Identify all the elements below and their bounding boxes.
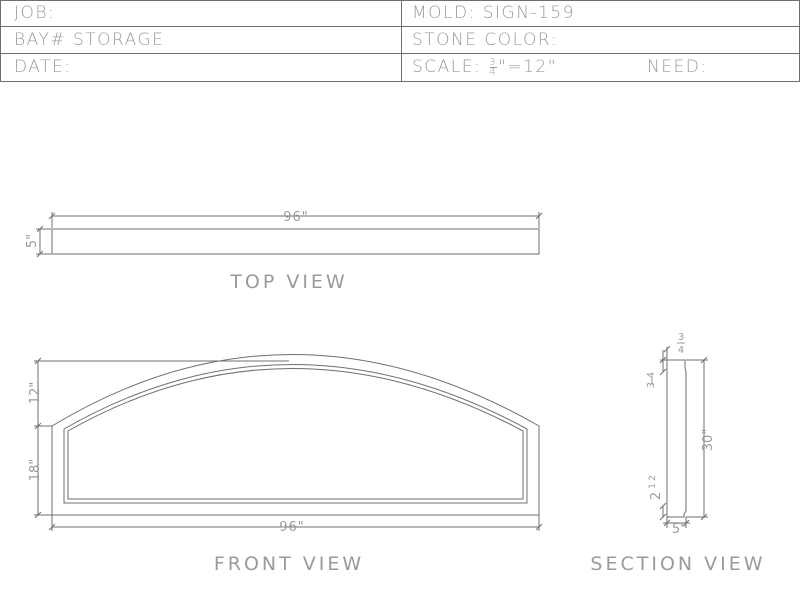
title-rule [0,26,800,27]
top-view [36,212,543,258]
bay-label: BAY# [14,30,67,50]
tick-mark [34,511,42,519]
tick-mark [48,523,56,531]
tick-mark [659,356,667,364]
title-rule [0,81,800,82]
section-lower-step-label: 2 1 2 [648,475,664,500]
top-view-title: TOP VIEW [229,271,347,293]
date-label: DATE: [14,57,72,77]
top-thickness-label: 5" [25,234,40,248]
tick-mark [36,225,44,233]
mold-field: MOLD: SIGN-159 [412,0,575,26]
scale-denominator: 4 [489,66,498,78]
tick-mark [700,513,708,521]
tick-mark [700,356,708,364]
front-width-label: 96" [279,520,305,535]
front-arch-rise-label: 12" [28,382,43,405]
front-inner-panel [67,368,524,500]
title-block: JOB: BAY# STORAGE DATE: MOLD: SIGN-159 S… [0,0,800,82]
section-lower-step-denominator: 2 [648,475,658,481]
scale-fraction: 3 4 [489,56,498,78]
tick-mark [535,523,543,531]
need-label: NEED: [647,57,708,77]
tick-mark [663,345,671,353]
scale-value: "=12" [498,57,558,77]
tick-mark [34,357,42,365]
scale-field: SCALE: 3 4 "=12" [412,54,557,80]
section-height-label: 30" [701,429,716,452]
tick-mark [34,422,42,430]
section-view-title: SECTION VIEW [590,553,765,575]
title-divider [0,0,1,82]
title-rule [0,53,800,54]
job-field: JOB: [14,0,55,26]
front-outer-outline [51,354,540,516]
mold-label: MOLD: [412,3,476,23]
scale-numerator: 3 [489,56,498,68]
section-lower-step-whole: 2 [649,492,664,500]
scale-label: SCALE: [412,57,482,77]
section-upper-step-denominator: 4 [646,372,657,378]
title-rule [0,0,800,1]
job-label: JOB: [14,3,56,23]
title-divider [401,0,402,82]
top-view-outline [51,228,540,255]
front-raised-border [63,364,528,504]
front-side-height-label: 18" [28,459,43,482]
bay-field: BAY# STORAGE [14,27,164,53]
tick-mark [535,212,543,220]
tick-mark [659,513,667,521]
section-top-dim-denominator: 4 [678,345,684,356]
front-view-title: FRONT VIEW [214,553,364,575]
tick-mark [36,250,44,258]
section-depth-label: 5" [672,522,686,537]
need-field: NEED: [647,54,708,80]
tick-mark [659,502,667,510]
bay-value: STORAGE [72,30,165,50]
front-view [34,354,543,531]
stone-color-label: STONE COLOR: [412,30,558,50]
section-lower-step-numerator: 1 [648,483,658,489]
tick-mark [659,368,667,376]
tick-mark [48,212,56,220]
tick-mark [682,519,690,527]
tick-mark [663,519,671,527]
mold-value: SIGN-159 [482,3,576,23]
section-view [659,345,708,528]
stone-color-field: STONE COLOR: [412,27,558,53]
top-length-label: 96" [283,210,309,225]
section-profile [666,359,687,518]
section-top-dim-numerator: 3 [678,332,684,343]
date-field: DATE: [14,54,71,80]
